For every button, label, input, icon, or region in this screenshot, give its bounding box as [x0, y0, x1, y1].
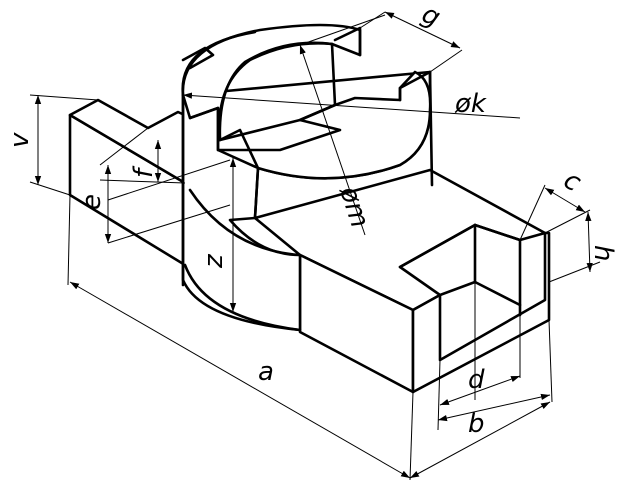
label-a: a — [258, 357, 274, 387]
cylinder-right-edge — [428, 70, 434, 187]
cylinder-mid-curve — [188, 188, 302, 257]
label-z: z — [199, 253, 229, 269]
dim-g — [384, 11, 461, 49]
dim-h — [585, 211, 593, 273]
label-k: øk — [454, 89, 487, 119]
label-e: e — [77, 194, 107, 210]
back-tab — [181, 46, 215, 70]
cylinder-top — [181, 23, 432, 180]
label-c: c — [559, 165, 586, 198]
label-v: v — [5, 132, 35, 148]
dim-m — [299, 44, 366, 236]
dim-c — [544, 187, 586, 213]
rim-front — [188, 106, 260, 170]
pocket-floor — [473, 280, 522, 307]
pocket-top-edge — [398, 223, 477, 269]
dimensions — [29, 11, 601, 481]
dim-b — [437, 393, 551, 422]
top-outer-arc — [181, 30, 257, 97]
label-b: b — [468, 409, 485, 439]
label-d: d — [468, 365, 485, 395]
dim-a — [69, 281, 411, 479]
front-notch — [398, 70, 432, 102]
label-h: h — [588, 245, 618, 261]
inner-bore-bottom — [218, 42, 337, 142]
dim-k — [182, 92, 521, 119]
slot-inner-vert — [253, 166, 260, 220]
label-g: g — [417, 0, 445, 33]
dim-b-lower — [409, 401, 551, 479]
dim-d — [439, 375, 521, 406]
